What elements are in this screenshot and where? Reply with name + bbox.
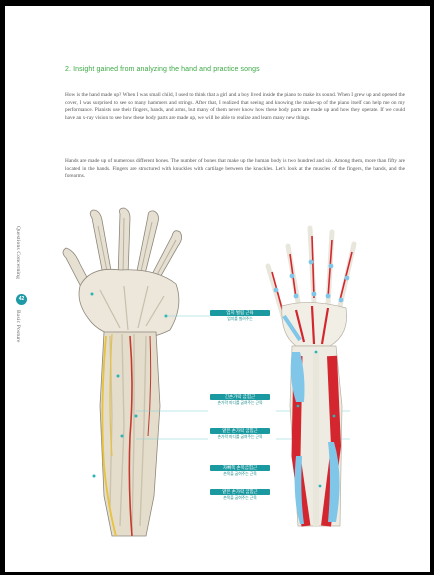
page-number-badge: 42 [16, 294, 27, 305]
figure-label: 얕은 손가락 굽힘근 손가락 마디를 굽혀주는 근육 [210, 428, 270, 440]
figure-label-title: 얕은 손가락 굽힘근 [210, 428, 270, 434]
section-heading: 2. Insight gained from analyzing the han… [65, 66, 405, 73]
chapter-sidebar: Questions Concerning 42 Basic Posture [15, 226, 29, 366]
palm-view-hand [63, 208, 182, 536]
figure-label: 긴손가락 굽힘근 손가락 마디를 굽혀주는 근육 [210, 394, 270, 406]
chapter-title: Questions Concerning [15, 226, 21, 279]
figure-label-subtitle: 손목을 굽혀주는 근육 [210, 496, 270, 501]
figure-label-title: 엄지 벌림 근육 [210, 310, 270, 316]
hand-anatomy-figure: 엄지 벌림 근육 엄지를 벌려주는 긴손가락 굽힘근 손가락 마디를 굽혀주는 … [60, 206, 420, 546]
figure-label: 자뼈쪽 손목굽힘근 손목을 굽혀주는 근육 [210, 465, 270, 477]
body-paragraph: How is the hand made up? When I was smal… [65, 92, 405, 122]
figure-label-title: 긴손가락 굽힘근 [210, 394, 270, 400]
figure-label: 엄지 벌림 근육 엄지를 벌려주는 [210, 310, 270, 322]
chapter-topic: Basic Posture [15, 310, 21, 343]
body-paragraph: Hands are made up of numerous different … [65, 158, 405, 181]
book-page: 2. Insight gained from analyzing the han… [5, 6, 430, 572]
figure-label-subtitle: 손가락 마디를 굽혀주는 근육 [210, 435, 270, 440]
figure-label-title: 얕은 손가락 굽힘근 [210, 489, 270, 495]
skeletal-view-hand [268, 228, 354, 526]
figure-label-title: 자뼈쪽 손목굽힘근 [210, 465, 270, 471]
figure-label-subtitle: 손목을 굽혀주는 근육 [210, 472, 270, 477]
figure-label-subtitle: 손가락 마디를 굽혀주는 근육 [210, 401, 270, 406]
figure-label: 얕은 손가락 굽힘근 손목을 굽혀주는 근육 [210, 489, 270, 501]
figure-label-subtitle: 엄지를 벌려주는 [210, 317, 270, 322]
